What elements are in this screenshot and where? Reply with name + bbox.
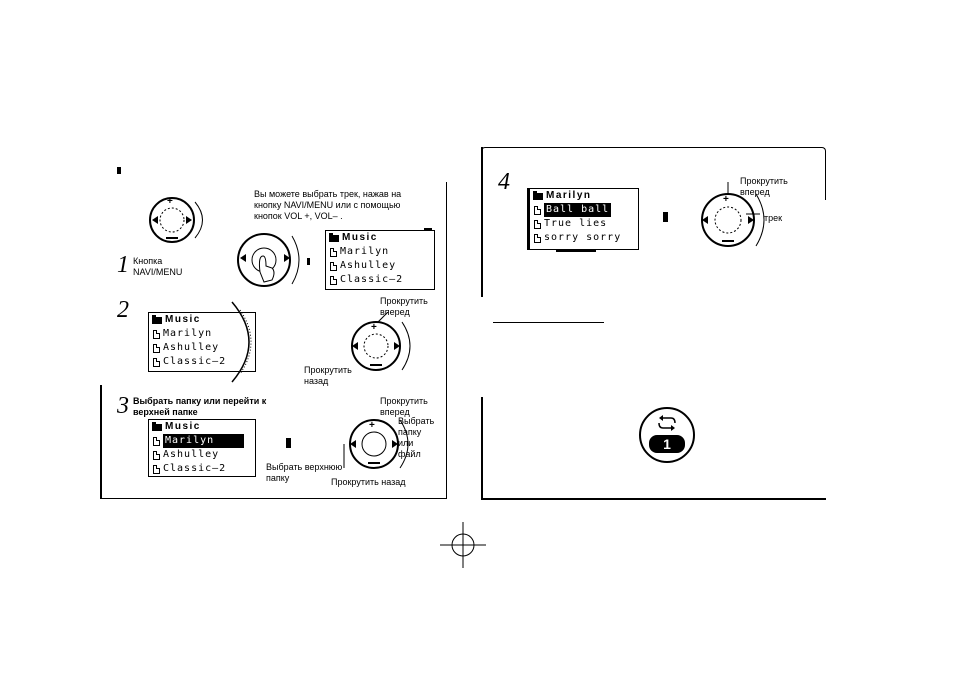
dial-track: + [701, 182, 765, 247]
arrow-marker-4 [663, 212, 668, 222]
left-frame-left-edge [100, 385, 102, 499]
lcd-item-text: Ashulley [163, 342, 220, 353]
step-1-number: 1 [117, 252, 129, 278]
step-3-upper-label: Выбрать верхнюю папку [266, 462, 343, 483]
lcd-item-text: Marilyn [340, 246, 390, 257]
file-icon [153, 436, 160, 446]
lcd-folder-name: Music [165, 314, 201, 325]
lcd-item-text: sorry sorry [544, 232, 622, 243]
folder-icon [152, 421, 162, 431]
lcd-item: sorry sorry [530, 231, 638, 245]
step-2-number: 2 [117, 297, 129, 323]
dial-top-label: + [723, 194, 729, 205]
lcd-item-selected: Marilyn [149, 434, 255, 448]
lcd-screen-step4: Marilyn Ball ball True lies sorry sorry [527, 188, 639, 250]
right-frame-bottom [481, 498, 826, 500]
step-3-number: 3 [117, 393, 129, 419]
lcd-item: Marilyn [326, 245, 434, 259]
lcd-folder-name: Music [342, 232, 378, 243]
lcd-item-text: Classic–2 [163, 356, 227, 367]
dial-select: + [343, 419, 409, 469]
dial-top-label: + [369, 420, 375, 431]
music-file-icon [534, 233, 541, 243]
step-4-number: 4 [498, 169, 510, 195]
lcd-item-text: Ashulley [163, 449, 220, 460]
lcd-item: True lies [530, 217, 638, 231]
repeat-one-icon: 1 [639, 407, 695, 463]
section-marker [117, 167, 121, 174]
lcd-screen-step2: Music Marilyn Ashulley Classic–2 [148, 312, 256, 372]
lcd-folder-name: Music [165, 421, 201, 432]
lcd-folder-row: Music [149, 313, 255, 327]
right-frame-left-edge [481, 147, 483, 297]
lcd-item: Ashulley [149, 448, 255, 462]
registration-mark-icon [440, 522, 486, 568]
lcd-item-text: Marilyn [163, 328, 213, 339]
step-2-back-label: Прокрутить назад [304, 365, 352, 386]
arrow-marker-1 [307, 258, 310, 265]
step-3-back-label: Прокрутить назад [331, 477, 406, 487]
step-3-select-label: Выбрать папку или файл [398, 416, 435, 459]
file-icon [153, 464, 160, 474]
folder-icon [533, 190, 543, 200]
intro-text: Вы можете выбрать трек, нажав на кнопку … [254, 189, 402, 221]
lcd-item: Ashulley [326, 259, 434, 273]
lcd-item-text: Marilyn [163, 434, 245, 448]
music-file-icon [534, 205, 541, 215]
file-icon [153, 343, 160, 353]
scroll-arc-icon [231, 301, 252, 383]
lcd-item-text: Classic–2 [163, 463, 227, 474]
left-panel-frame [100, 182, 447, 499]
lcd-item-text: Classic–2 [340, 274, 404, 285]
section-divider-line [493, 322, 604, 323]
lcd-folder-row: Music [326, 231, 434, 245]
music-file-icon [534, 219, 541, 229]
arrow-marker-3 [286, 438, 291, 448]
dial-top-label: + [167, 196, 173, 207]
lcd-item: Marilyn [149, 327, 255, 341]
folder-icon [329, 232, 339, 242]
lcd-folder-row: Marilyn [530, 189, 638, 203]
dial-scroll: + [351, 312, 411, 371]
file-icon [153, 450, 160, 460]
right-frame-lower-left-edge [481, 397, 483, 499]
step-4-track-label: трек [764, 213, 783, 223]
lcd-screen-step3: Music Marilyn Ashulley Classic–2 [148, 419, 256, 477]
lcd-folder-row: Music [149, 420, 255, 434]
lcd-item: Ashulley [149, 341, 255, 355]
lcd-item: Classic–2 [149, 462, 255, 476]
lcd-folder-name: Marilyn [546, 190, 592, 201]
step-4-forward-label: Прокрутить вперед [740, 176, 788, 197]
step-3-title: Выбрать папку или перейти к верхней папк… [133, 396, 267, 417]
repeat-number-badge: 1 [649, 435, 685, 453]
lcd-bottom-mark [556, 250, 596, 252]
file-icon [330, 275, 337, 285]
file-icon [330, 261, 337, 271]
step-3-forward-label: Прокрутить вперед [380, 396, 428, 417]
file-icon [153, 357, 160, 367]
dial-top-label: + [371, 322, 377, 333]
lcd-item: Classic–2 [149, 355, 255, 369]
step-2-forward-label: Прокрутить вперед [380, 296, 428, 317]
lcd-item: Classic–2 [326, 273, 434, 287]
file-icon [330, 247, 337, 257]
lcd-corner-mark [424, 228, 432, 230]
repeat-arrows-icon [658, 415, 676, 431]
dial-overview: + [149, 196, 203, 243]
lcd-item-text: Ball ball [544, 203, 612, 217]
file-icon [153, 329, 160, 339]
dial-press-hand [237, 233, 300, 287]
lcd-item-selected: Ball ball [530, 203, 638, 217]
lcd-item-text: True lies [544, 218, 608, 229]
lcd-item-text: Ashulley [340, 260, 397, 271]
lcd-screen-step1: Music Marilyn Ashulley Classic–2 [325, 230, 435, 290]
step-1-label: Кнопка NAVI/MENU [133, 256, 183, 277]
folder-icon [152, 314, 162, 324]
